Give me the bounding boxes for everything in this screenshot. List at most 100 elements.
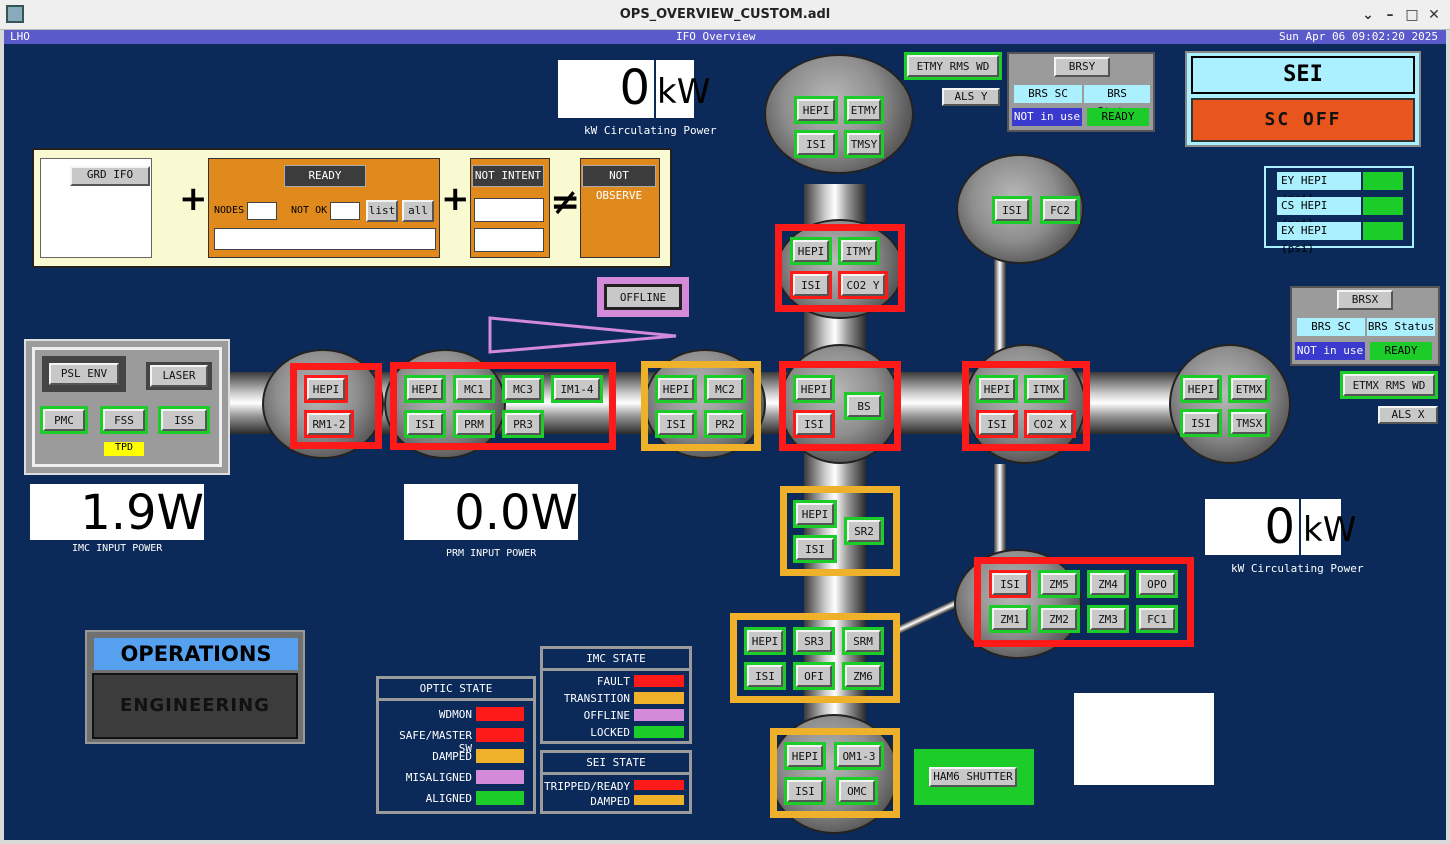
ham2-hepi-button[interactable]: HEPI	[407, 378, 443, 400]
all-button[interactable]: all	[402, 200, 434, 222]
sr2-hepi-button[interactable]: HEPI	[796, 503, 834, 525]
om13-button[interactable]: OM1-3	[837, 745, 881, 767]
ofi-button[interactable]: OFI	[796, 665, 832, 687]
locked-swatch	[634, 726, 684, 738]
minimize-icon[interactable]: –	[1386, 7, 1394, 23]
etmx-rms-button[interactable]: ETMX RMS WD	[1343, 374, 1435, 396]
pr3-button[interactable]: PR3	[505, 413, 541, 435]
grd-ifo-button[interactable]: GRD IFO	[70, 166, 150, 186]
itmy-isi-button[interactable]: ISI	[793, 274, 829, 296]
rm-hepi-button[interactable]: HEPI	[307, 378, 345, 400]
not-observe-indicator: NOT OBSERVE	[582, 165, 656, 202]
laser-button[interactable]: LASER	[150, 365, 208, 387]
tmsy-button[interactable]: TMSY	[847, 133, 881, 155]
etmy-isi-button[interactable]: ISI	[797, 133, 835, 155]
etmy-button[interactable]: ETMY	[847, 99, 881, 121]
itmx-hepi-button[interactable]: HEPI	[979, 378, 1015, 400]
imc-offline-button[interactable]: OFFLINE	[604, 284, 682, 310]
ham3-hepi-button[interactable]: HEPI	[658, 378, 694, 400]
zm6-button[interactable]: ZM6	[845, 665, 881, 687]
etmx-rms-box: ETMX RMS WD	[1340, 371, 1438, 399]
ham7-isi-button[interactable]: ISI	[992, 573, 1028, 595]
window-title: OPS_OVERVIEW_CUSTOM.adl	[619, 7, 831, 22]
zm5-button[interactable]: ZM5	[1041, 573, 1077, 595]
maximize-icon[interactable]: □	[1405, 7, 1419, 23]
etmy-box: ETMY	[844, 96, 884, 124]
itmx-button[interactable]: ITMX	[1027, 378, 1065, 400]
etmx-button[interactable]: ETMX	[1231, 378, 1267, 400]
ham6-isi-button[interactable]: ISI	[787, 780, 823, 802]
prm-button[interactable]: PRM	[456, 413, 492, 435]
zm1-button[interactable]: ZM1	[992, 608, 1028, 630]
ham6-hepi-button[interactable]: HEPI	[787, 745, 823, 767]
fss-box: FSS	[100, 406, 148, 434]
ham6-damped-frame	[770, 728, 900, 818]
sr2-button[interactable]: SR2	[847, 520, 881, 542]
ham3-isi-box: ISI	[655, 410, 697, 438]
bs-button[interactable]: BS	[847, 395, 881, 417]
ham5-damped-frame	[730, 613, 900, 703]
co2-y-button[interactable]: CO2 Y	[841, 274, 885, 296]
als-x-button[interactable]: ALS X	[1378, 406, 1438, 424]
ham5-hepi-button[interactable]: HEPI	[747, 630, 783, 652]
zm2-button[interactable]: ZM2	[1041, 608, 1077, 630]
psl-env-button[interactable]: PSL ENV	[49, 363, 119, 385]
top-power-unit: kW	[657, 72, 711, 112]
etmy-hepi-button[interactable]: HEPI	[797, 99, 835, 121]
ham3-isi-button[interactable]: ISI	[658, 413, 694, 435]
prm-box: PRM	[453, 410, 495, 438]
itmx-isi-button[interactable]: ISI	[979, 413, 1015, 435]
bs-hepi-button[interactable]: HEPI	[796, 378, 832, 400]
etmx-isi-button[interactable]: ISI	[1183, 412, 1219, 434]
etmx-hepi-button[interactable]: HEPI	[1183, 378, 1219, 400]
menu-chevron-icon[interactable]: ⌄	[1362, 7, 1374, 23]
tmsx-button[interactable]: TMSX	[1231, 412, 1267, 434]
bs-isi-button[interactable]: ISI	[796, 413, 832, 435]
plus-sign-2: +	[441, 179, 470, 219]
sr3-button[interactable]: SR3	[796, 630, 832, 652]
brsy-button[interactable]: BRSY	[1054, 57, 1110, 77]
fc1-button[interactable]: FC1	[1139, 608, 1175, 630]
omc-button[interactable]: OMC	[839, 780, 875, 802]
ham5-isi-button[interactable]: ISI	[747, 665, 783, 687]
co2-x-button[interactable]: CO2 X	[1027, 413, 1073, 435]
etmy-rms-button[interactable]: ETMY RMS WD	[907, 55, 999, 77]
mc1-button[interactable]: MC1	[456, 378, 492, 400]
srm-button[interactable]: SRM	[845, 630, 881, 652]
ham3-hepi-box: HEPI	[655, 375, 697, 403]
opo-button[interactable]: OPO	[1139, 573, 1175, 595]
pr2-button[interactable]: PR2	[707, 413, 743, 435]
close-icon[interactable]: ✕	[1428, 7, 1440, 23]
ham2-isi-box: ISI	[404, 410, 446, 438]
right-power-unit-box	[1301, 499, 1341, 555]
mc2-button[interactable]: MC2	[707, 378, 743, 400]
site-label: LHO	[10, 30, 30, 43]
fc2-isi-button[interactable]: ISI	[995, 199, 1029, 221]
im14-button[interactable]: IM1-4	[554, 378, 600, 400]
itmy-hepi-button[interactable]: HEPI	[793, 240, 829, 262]
zm3-button[interactable]: ZM3	[1090, 608, 1126, 630]
als-y-button[interactable]: ALS Y	[942, 88, 1000, 106]
brsx-status-value: READY	[1370, 342, 1432, 360]
mc2-box: MC2	[704, 375, 746, 403]
sr2-isi-button[interactable]: ISI	[796, 538, 834, 560]
ham2-isi-button[interactable]: ISI	[407, 413, 443, 435]
ham6-shutter-button[interactable]: HAM6 SHUTTER	[929, 767, 1017, 787]
fc2-button[interactable]: FC2	[1043, 199, 1077, 221]
zm4-button[interactable]: ZM4	[1090, 573, 1126, 595]
right-power-label: kW Circulating Power	[1231, 562, 1364, 575]
brsx-button[interactable]: BRSX	[1337, 290, 1393, 310]
window-titlebar: OPS_OVERVIEW_CUSTOM.adl ⌄ – □ ✕	[0, 0, 1450, 30]
list-button[interactable]: list	[366, 200, 398, 222]
co2-x-box: CO2 X	[1024, 410, 1076, 438]
bs-box: BS	[844, 392, 884, 420]
iss-button[interactable]: ISS	[161, 409, 207, 431]
pmc-button[interactable]: PMC	[43, 409, 85, 431]
sei-config-value: SC OFF	[1191, 98, 1415, 142]
rm12-button[interactable]: RM1-2	[307, 413, 351, 435]
fss-button[interactable]: FSS	[103, 409, 145, 431]
bs-hepi-box: HEPI	[793, 375, 835, 403]
itmy-button[interactable]: ITMY	[841, 240, 877, 262]
mc3-button[interactable]: MC3	[505, 378, 541, 400]
ham2-hepi-box: HEPI	[404, 375, 446, 403]
